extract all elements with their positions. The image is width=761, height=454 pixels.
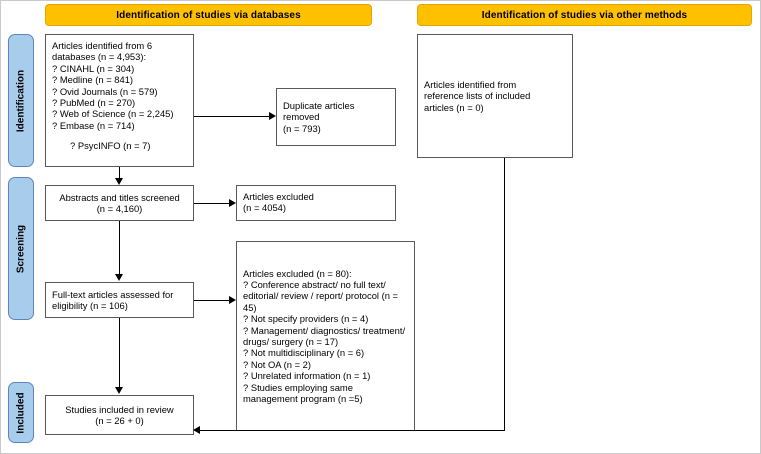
connector-other-methods-vertical <box>504 158 506 431</box>
fulltext-excluded-line-3: ? Management/ diagnostics/ treatment/ dr… <box>243 324 408 347</box>
stage-label-included: Included <box>15 391 27 434</box>
duplicates-removed-line-0: Duplicate articles <box>283 99 355 111</box>
records-identified-line-6: ? Embase (n = 714) <box>52 119 135 131</box>
arrowhead-identified-to-duplicates <box>269 112 276 120</box>
fulltext-excluded-line-5: ? Not OA (n = 2) <box>243 358 311 370</box>
other-methods-line-2: articles (n = 0) <box>424 101 484 113</box>
banner-other-methods-label: Identification of studies via other meth… <box>481 9 688 21</box>
box-fulltext-assessed: Full-text articles assessed for eligibil… <box>45 282 194 318</box>
banner-identification-other-methods: Identification of studies via other meth… <box>417 4 752 26</box>
box-duplicates-removed: Duplicate articles removed (n = 793) <box>276 88 396 146</box>
other-methods-line-1: reference lists of included <box>424 90 531 102</box>
connector-fulltext-to-included <box>119 318 121 388</box>
stage-pill-screening: Screening <box>8 177 34 320</box>
banner-databases-label: Identification of studies via databases <box>116 9 301 21</box>
records-identified-line-5: ? Web of Science (n = 2,245) <box>52 108 174 120</box>
stage-pill-included: Included <box>8 382 34 443</box>
records-identified-line-4: ? PubMed (n = 270) <box>52 97 136 109</box>
box-studies-included: Studies included in review (n = 26 + 0) <box>45 395 194 435</box>
fulltext-excluded-line-7: ? Studies employing same management prog… <box>243 381 363 405</box>
connector-fulltext-to-excluded <box>194 300 229 302</box>
studies-included-line-0: Studies included in review <box>65 403 174 415</box>
stage-label-screening: Screening <box>15 224 27 273</box>
connector-abstracts-to-fulltext <box>119 221 121 275</box>
arrowhead-abstracts-to-excluded <box>229 199 236 207</box>
other-methods-line-0: Articles identified from <box>424 78 517 90</box>
studies-included-line-1: (n = 26 + 0) <box>95 415 144 426</box>
records-identified-spacer <box>52 131 187 140</box>
stage-label-identification: Identification <box>15 69 27 132</box>
abstracts-screened-line-0: Abstracts and titles screened <box>59 191 180 203</box>
fulltext-excluded-line-6: ? Unrelated information (n = 1) <box>243 370 371 382</box>
arrowhead-abstracts-to-fulltext <box>115 274 123 281</box>
arrowhead-identified-to-abstracts <box>115 178 123 185</box>
abstracts-screened-line-1: (n = 4,160) <box>96 203 143 214</box>
connector-abstracts-to-excluded <box>194 203 229 205</box>
fulltext-excluded-line-4: ? Not multidisciplinary (n = 6) <box>243 347 365 359</box>
fulltext-excluded-line-2: ? Not specify providers (n = 4) <box>243 313 369 325</box>
records-identified-line-0: Articles identified from 6 databases (n … <box>52 40 155 63</box>
box-fulltext-excluded: Articles excluded (n = 80): ? Conference… <box>236 241 415 431</box>
connector-other-methods-to-included <box>200 430 505 432</box>
fulltext-excluded-line-1: ? Conference abstract/ no full text/ edi… <box>243 278 401 313</box>
banner-identification-databases: Identification of studies via databases <box>45 4 372 26</box>
fulltext-excluded-line-0: Articles excluded (n = 80): <box>243 267 352 279</box>
box-records-identified: Articles identified from 6 databases (n … <box>45 34 194 167</box>
stage-pill-identification: Identification <box>8 34 34 167</box>
records-identified-line-3: ? Ovid Journals (n = 579) <box>52 85 158 97</box>
box-other-methods-identified: Articles identified from reference lists… <box>417 34 573 158</box>
arrowhead-other-methods-to-included <box>193 426 200 434</box>
records-excluded-line-0: Articles excluded <box>243 191 314 202</box>
records-identified-line-1: ? CINAHL (n = 304) <box>52 62 135 74</box>
duplicates-removed-line-1: removed <box>283 111 320 123</box>
duplicates-removed-line-2: (n = 793) <box>283 122 321 134</box>
fulltext-assessed-line-0: Full-text articles assessed for <box>52 288 174 300</box>
arrowhead-fulltext-to-excluded <box>229 296 236 304</box>
records-identified-line-2: ? Medline (n = 841) <box>52 74 134 86</box>
connector-identified-to-duplicates <box>194 116 269 118</box>
records-excluded-line-1: (n = 4054) <box>243 202 286 214</box>
connector-identified-to-abstracts <box>119 167 121 179</box>
box-records-excluded: Articles excluded (n = 4054) <box>236 185 396 221</box>
arrowhead-fulltext-to-included <box>115 387 123 394</box>
box-abstracts-screened: Abstracts and titles screened (n = 4,160… <box>45 185 194 221</box>
fulltext-assessed-line-1: eligibility (n = 106) <box>52 300 128 311</box>
records-identified-extra-line: ? PsycINFO (n = 7) <box>70 140 151 152</box>
